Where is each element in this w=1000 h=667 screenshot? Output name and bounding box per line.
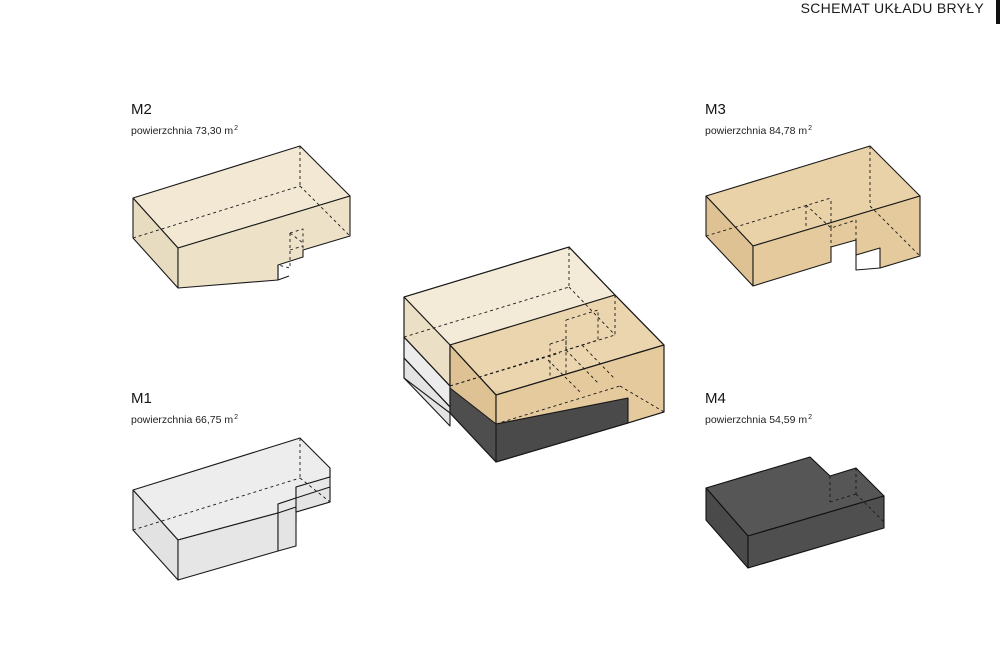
assembly-top-right-edge xyxy=(495,344,665,396)
module-label-m2: M2 powierzchnia 73,30 m2 xyxy=(131,101,238,138)
module-name-m4: M4 xyxy=(705,390,726,407)
module-area-m4: powierzchnia 54,59 m2 xyxy=(705,414,813,426)
module-name-m3: M3 xyxy=(705,101,726,118)
block-assembly xyxy=(403,246,665,463)
title-rule xyxy=(996,0,1000,24)
block-m3 xyxy=(705,145,921,287)
block-m4-hidden-edges xyxy=(829,468,885,523)
block-m3-notch xyxy=(855,255,881,271)
block-m3-hidden-edges xyxy=(705,146,921,257)
block-m2-side-face xyxy=(177,195,351,289)
page-title: SCHEMAT UKŁADU BRYŁY xyxy=(800,0,984,16)
block-m4 xyxy=(705,456,885,569)
module-area-m1: powierzchnia 66,75 m2 xyxy=(131,414,239,426)
assembly-m2-base-edge xyxy=(403,336,451,387)
assembly-hidden-edges xyxy=(403,247,665,425)
assembly-m1-mid-edge xyxy=(403,357,451,408)
module-name-m1: M1 xyxy=(131,390,152,407)
module-label-m3: M3 powierzchnia 84,78 m2 xyxy=(705,101,812,138)
assembly-outline xyxy=(403,246,665,463)
module-label-m4: M4 powierzchnia 54,59 m2 xyxy=(705,390,812,427)
block-m1-step-face xyxy=(277,506,297,552)
module-area-m3: powierzchnia 84,78 m2 xyxy=(705,125,813,137)
block-m2-notch xyxy=(277,265,290,281)
page-header: SCHEMAT UKŁADU BRYŁY xyxy=(770,0,1000,24)
block-m2-hidden-edges xyxy=(132,146,351,269)
block-m1 xyxy=(132,437,331,581)
block-m1-hidden-edges xyxy=(132,438,331,531)
assembly-top-edge xyxy=(449,344,497,396)
module-area-m2: powierzchnia 73,30 m2 xyxy=(131,125,239,137)
module-name-m2: M2 xyxy=(131,101,152,118)
block-m4-side-face xyxy=(747,495,885,569)
block-m2 xyxy=(132,145,351,289)
module-label-m1: M1 powierzchnia 66,75 m2 xyxy=(131,390,238,427)
